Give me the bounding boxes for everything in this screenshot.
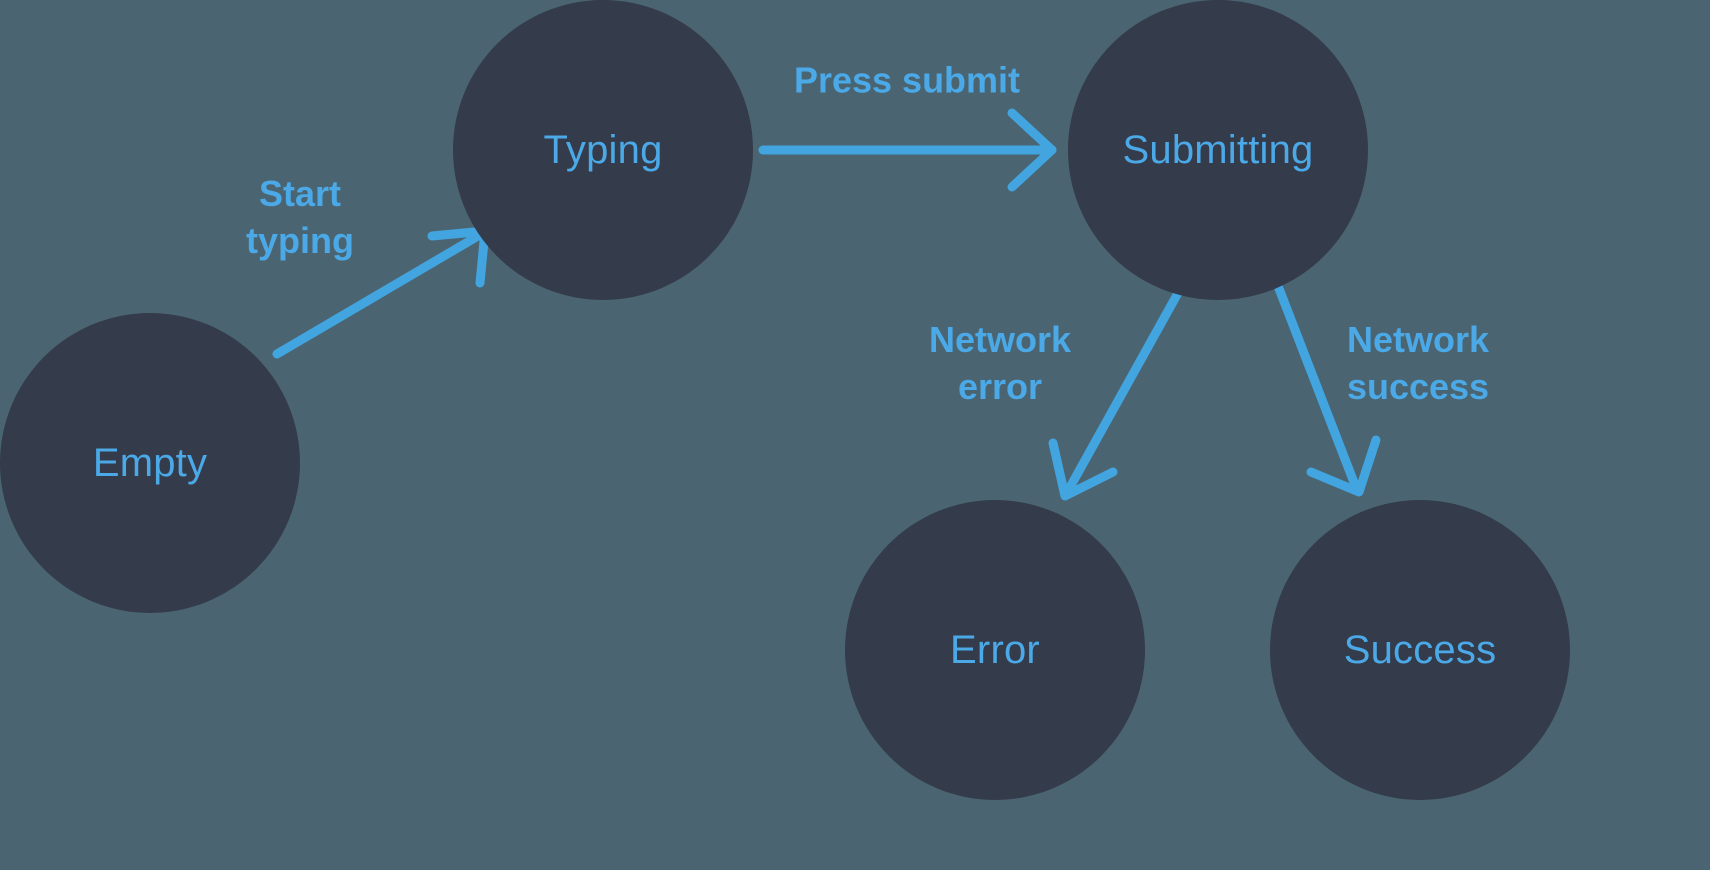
edge-label-press-submit: Press submit [793,59,1021,101]
state-label-typing: Typing [543,128,663,172]
edge-typing-to-submitting [758,108,1057,192]
state-label-error: Error [950,628,1040,672]
edge-label-start-typing: Start typing [246,173,354,261]
state-node-empty[interactable]: Empty [0,313,300,613]
edge-submitting-to-success [1273,281,1381,497]
state-node-error[interactable]: Error [845,500,1145,800]
state-node-success[interactable]: Success [1270,500,1570,800]
state-node-submitting[interactable]: Submitting [1068,0,1368,300]
state-label-empty: Empty [92,441,208,485]
state-label-success: Success [1343,628,1497,672]
state-label-submitting: Submitting [1122,128,1314,172]
edge-label-network-error: Network error [928,319,1072,407]
state-node-typing[interactable]: Typing [453,0,753,300]
edge-submitting-to-error [1048,288,1183,501]
edge-label-network-success: Network success [1346,319,1490,407]
